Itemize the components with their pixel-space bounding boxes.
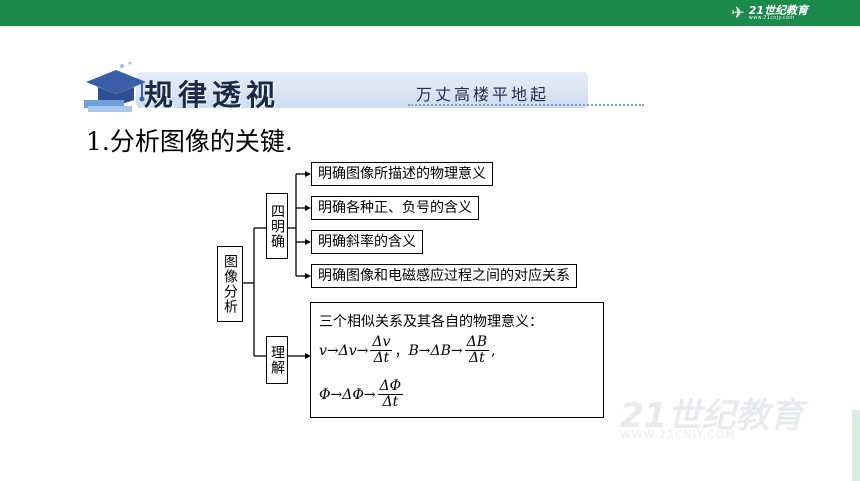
banner-title: 规律透视 xyxy=(144,78,281,112)
formula-arrow: → xyxy=(330,386,343,403)
section-heading: 1.分析图像的关键. xyxy=(86,127,293,156)
clarify-item-3: 明确斜率的含义 xyxy=(311,230,423,254)
top-bar: ✈ 21世纪教育 www.21cnjy.com xyxy=(0,0,860,26)
fraction-dB-dt: ΔB Δt xyxy=(464,334,490,366)
logo-text-group: 21世纪教育 www.21cnjy.com xyxy=(749,5,808,21)
formula-dphi: ΔΦ xyxy=(342,386,364,403)
fraction-dphi-dt: ΔΦ Δt xyxy=(377,378,404,410)
clarify-item-4: 明确图像和电磁感应过程之间的对应关系 xyxy=(311,264,577,288)
understand-line: 三个相似关系及其各自的物理意义： xyxy=(319,314,543,330)
formula-arrow: → xyxy=(326,342,339,359)
formula-dB: ΔB xyxy=(430,342,451,359)
logo-text: 21世纪教育 xyxy=(748,4,808,17)
branch-understand: 理解 xyxy=(266,336,288,384)
formula-arrow: → xyxy=(356,342,369,359)
watermark-text: 21世纪教育 xyxy=(620,396,804,436)
formula-arrow: → xyxy=(363,386,376,403)
root-node: 图像分析 xyxy=(217,246,243,322)
clarify-item-2: 明确各种正、负号的含义 xyxy=(311,196,479,220)
graduation-cap-icon xyxy=(84,61,146,112)
formula-dv: Δv xyxy=(338,342,357,359)
fraction-denominator: Δt xyxy=(468,350,485,366)
formula-comma: ， xyxy=(394,343,409,360)
site-logo[interactable]: ✈ 21世纪教育 www.21cnjy.com xyxy=(731,3,808,23)
right-edge-bar xyxy=(852,410,860,481)
section-banner: 规律透视 万丈高楼平地起 xyxy=(78,60,644,116)
formula-arrow: → xyxy=(418,342,431,359)
fraction-numerator: ΔΦ xyxy=(377,378,404,395)
fraction-denominator: Δt xyxy=(382,394,399,410)
fraction-dv-dt: Δv Δt xyxy=(370,334,393,366)
understand-box: 三个相似关系及其各自的物理意义： v → Δv → Δv Δt ， B → ΔB… xyxy=(310,302,604,418)
runner-icon: ✈ xyxy=(731,3,745,22)
formula-phi: Φ xyxy=(319,386,331,403)
formula-B: B xyxy=(408,342,419,359)
logo-url: www.21cnjy.com xyxy=(748,15,795,21)
fraction-numerator: Δv xyxy=(370,334,393,351)
formula-comma: , xyxy=(491,342,496,359)
banner-slogan: 万丈高楼平地起 xyxy=(416,85,550,104)
formula-row-2: Φ → ΔΦ → ΔΦ Δt xyxy=(319,379,405,410)
formula-row-1: v → Δv → Δv Δt ， B → ΔB → ΔB Δt , xyxy=(319,335,495,366)
fraction-denominator: Δt xyxy=(373,350,390,366)
clarify-item-1: 明确图像所描述的物理意义 xyxy=(311,162,493,186)
formula-v: v xyxy=(319,342,327,359)
banner-strip xyxy=(136,72,588,108)
formula-arrow: → xyxy=(450,342,463,359)
branch-four-clarify: 四明确 xyxy=(266,193,288,259)
watermark: 21世纪教育 WWW.21CNJY.COM xyxy=(540,388,840,448)
fraction-numerator: ΔB xyxy=(464,334,490,351)
banner-dotted-line xyxy=(408,104,644,106)
watermark-url: WWW.21CNJY.COM xyxy=(620,428,736,441)
